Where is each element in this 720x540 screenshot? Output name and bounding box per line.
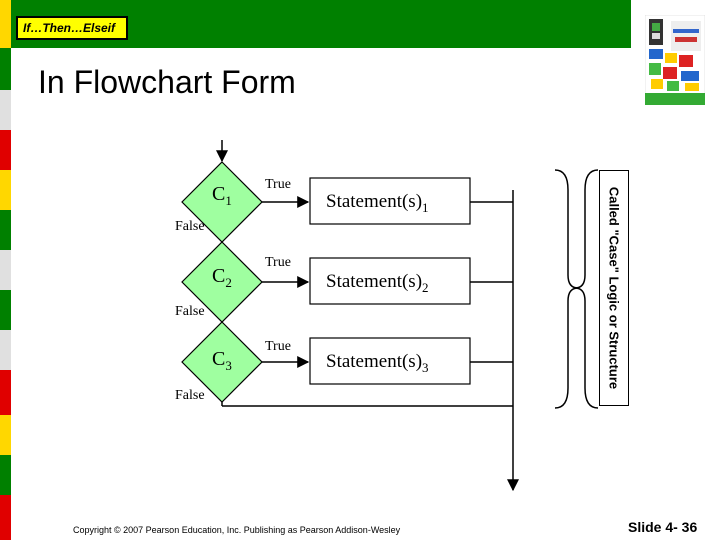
right-brace — [554, 169, 579, 409]
svg-text:C1: C1 — [212, 183, 232, 208]
statement-subscript-1: 1 — [422, 200, 429, 215]
page-title: In Flowchart Form — [38, 64, 296, 100]
false-label-2: False — [175, 304, 205, 319]
copyright-text: Copyright © 2007 Pearson Education, Inc.… — [73, 525, 401, 535]
false-label-1: False — [175, 219, 205, 234]
color-stripe — [0, 0, 11, 540]
case-logic-label: Called "Case" Logic or Structure — [606, 186, 622, 390]
statement-label-3: Statement(s) — [326, 351, 422, 372]
svg-text:C2: C2 — [212, 265, 232, 290]
condition-subscript-1: 1 — [225, 193, 232, 208]
left-brace — [574, 169, 599, 409]
svg-text:Statement(s)3: Statement(s)3 — [326, 351, 429, 375]
true-label-1: True — [265, 177, 291, 192]
statement-box-1 — [309, 177, 471, 225]
statement-subscript-3: 3 — [422, 360, 429, 375]
condition-subscript-2: 2 — [225, 275, 232, 290]
statement-subscript-2: 2 — [422, 280, 429, 295]
true-label-2: True — [265, 255, 291, 270]
statement-label-1: Statement(s) — [326, 191, 422, 212]
slide-section-title: If…Then…Elseif — [16, 16, 128, 40]
condition-label-2: C — [212, 265, 225, 287]
false-label-3: False — [175, 388, 205, 403]
true-label-3: True — [265, 339, 291, 354]
statement-label-2: Statement(s) — [326, 271, 422, 292]
statement-box-2 — [309, 257, 471, 305]
slide-number: Slide 4- 36 — [628, 519, 698, 535]
book-cover-logo-icon — [645, 15, 705, 105]
svg-text:Statement(s)2: Statement(s)2 — [326, 271, 429, 295]
condition-label-3: C — [212, 348, 225, 370]
statement-box-3 — [309, 337, 471, 385]
svg-text:C3: C3 — [212, 348, 232, 373]
svg-text:Statement(s)1: Statement(s)1 — [326, 191, 429, 215]
condition-subscript-3: 3 — [225, 358, 232, 373]
condition-label-1: C — [212, 183, 225, 205]
case-logic-label-box: Called "Case" Logic or Structure — [599, 170, 629, 406]
